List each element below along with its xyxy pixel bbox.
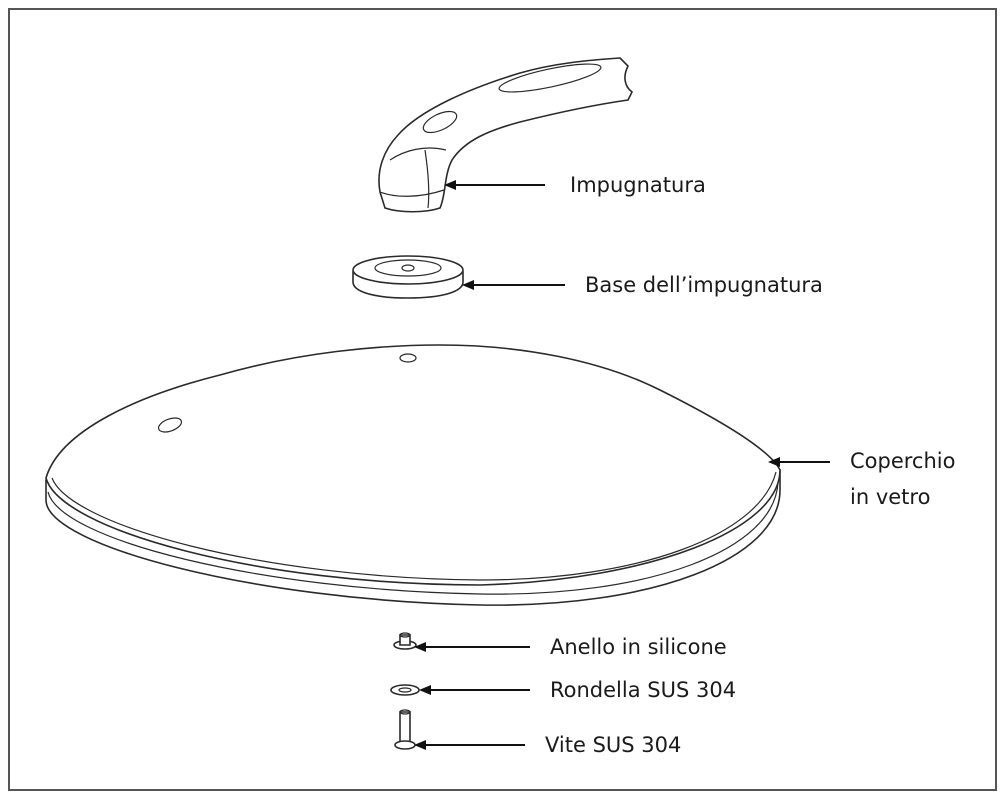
leader-handle-base bbox=[462, 280, 565, 290]
leader-glass-lid bbox=[768, 457, 830, 467]
label-glass-lid-line1: Coperchio bbox=[850, 449, 956, 473]
screw-part bbox=[394, 709, 416, 750]
leader-silicone-ring bbox=[414, 642, 530, 652]
label-handle-base: Base dell’impugnatura bbox=[585, 273, 823, 297]
label-silicone-ring: Anello in silicone bbox=[550, 635, 727, 659]
silicone-ring-part bbox=[393, 632, 417, 650]
washer-part bbox=[390, 684, 420, 696]
label-washer: Rondella SUS 304 bbox=[550, 678, 737, 702]
handle-part bbox=[378, 57, 634, 213]
leader-screw bbox=[414, 740, 525, 750]
leader-washer bbox=[419, 685, 530, 695]
leader-handle bbox=[444, 180, 545, 190]
handle-base-part bbox=[352, 255, 464, 299]
label-handle: Impugnatura bbox=[570, 173, 706, 197]
glass-lid-part bbox=[45, 344, 781, 606]
diagram-frame bbox=[8, 8, 997, 791]
label-screw: Vite SUS 304 bbox=[545, 733, 682, 757]
label-glass-lid-line2: in vetro bbox=[850, 485, 931, 509]
